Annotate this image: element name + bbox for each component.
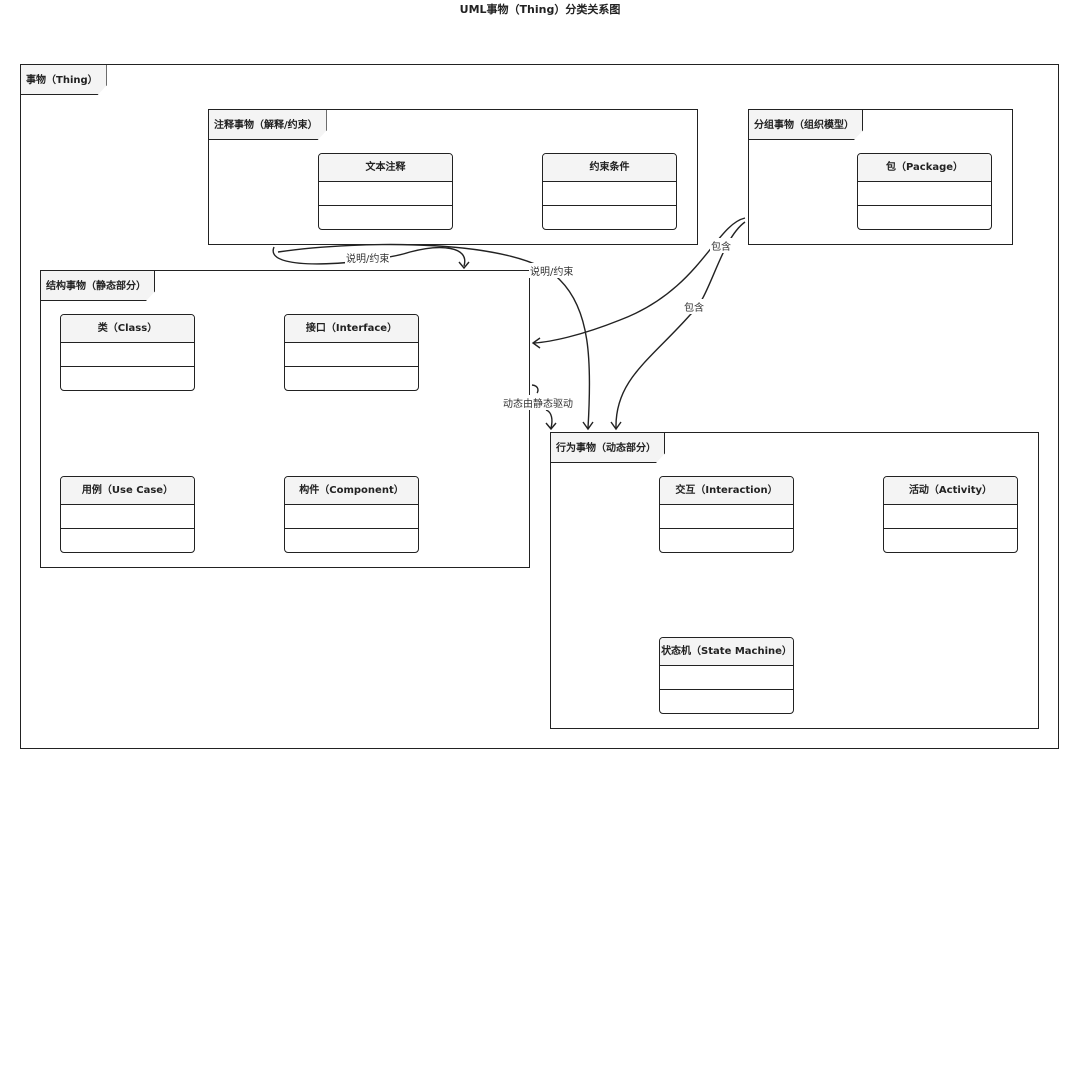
class-package: 包（Package）: [857, 153, 992, 230]
class-component: 构件（Component）: [284, 476, 419, 553]
class-name: 状态机（State Machine）: [660, 638, 793, 666]
grouping-things-label: 分组事物（组织模型）: [749, 110, 863, 140]
edge-label: 动态由静态驱动: [502, 395, 574, 410]
attribute-compartment: [285, 505, 418, 529]
class-interface: 接口（Interface）: [284, 314, 419, 391]
class-interaction: 交互（Interaction）: [659, 476, 794, 553]
class-state-machine: 状态机（State Machine）: [659, 637, 794, 714]
attribute-compartment: [660, 666, 793, 690]
arrowhead-icon: [458, 261, 470, 270]
attribute-compartment: [61, 505, 194, 529]
arrowhead-icon: [610, 421, 622, 431]
behavioral-things-label: 行为事物（动态部分）: [551, 433, 665, 463]
class-name: 接口（Interface）: [285, 315, 418, 343]
edge-label: 说明/约束: [529, 263, 575, 278]
attribute-compartment: [319, 182, 452, 206]
annotation-things-label: 注释事物（解释/约束）: [209, 110, 327, 140]
class-name: 交互（Interaction）: [660, 477, 793, 505]
attribute-compartment: [884, 505, 1017, 529]
class-name: 活动（Activity）: [884, 477, 1017, 505]
edge-label: 说明/约束: [345, 250, 391, 265]
class-constraint: 约束条件: [542, 153, 677, 230]
edge-label: 包含: [710, 238, 732, 253]
thing-frame-label: 事物（Thing）: [21, 65, 107, 95]
edge-structural-to-behavioral: [531, 384, 553, 429]
attribute-compartment: [660, 505, 793, 529]
structural-things-package: 结构事物（静态部分）: [40, 270, 530, 568]
grouping-things-package: 分组事物（组织模型）: [748, 109, 1013, 245]
class-text-note: 文本注释: [318, 153, 453, 230]
thing-frame: 事物（Thing）: [20, 64, 1059, 749]
class-use-case: 用例（Use Case）: [60, 476, 195, 553]
class-activity: 活动（Activity）: [883, 476, 1018, 553]
edge-grouping-to-structural: [533, 217, 746, 344]
arrowhead-icon: [531, 337, 541, 349]
class-name: 用例（Use Case）: [61, 477, 194, 505]
arrowhead-icon: [545, 422, 557, 431]
diagram-title: UML事物（Thing）分类关系图: [459, 3, 621, 16]
attribute-compartment: [858, 182, 991, 206]
class-name: 文本注释: [319, 154, 452, 182]
edge-annotation-to-structural: [272, 246, 466, 267]
behavioral-things-package: 行为事物（动态部分）: [550, 432, 1039, 729]
class-name: 包（Package）: [858, 154, 991, 182]
attribute-compartment: [543, 182, 676, 206]
attribute-compartment: [61, 343, 194, 367]
class-name: 约束条件: [543, 154, 676, 182]
attribute-compartment: [285, 343, 418, 367]
edge-label: 包含: [683, 299, 705, 314]
class-name: 构件（Component）: [285, 477, 418, 505]
class-name: 类（Class）: [61, 315, 194, 343]
class-class: 类（Class）: [60, 314, 195, 391]
structural-things-label: 结构事物（静态部分）: [41, 271, 155, 301]
annotation-things-package: 注释事物（解释/约束）: [208, 109, 698, 245]
arrowhead-icon: [582, 421, 594, 431]
